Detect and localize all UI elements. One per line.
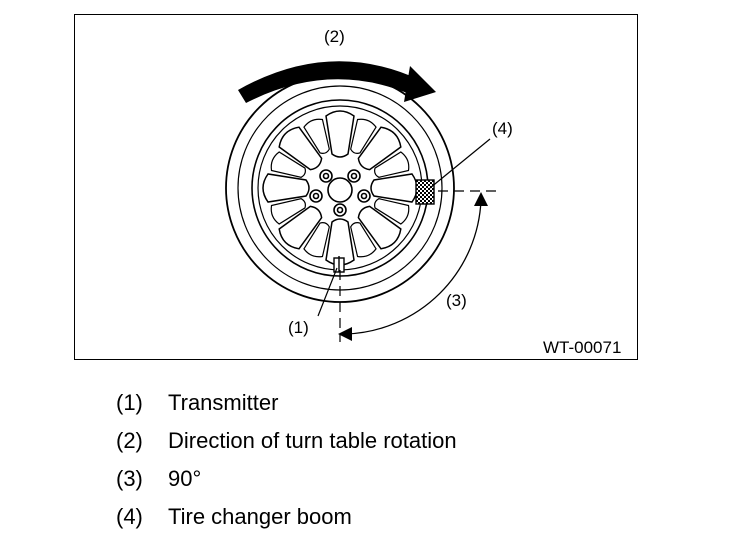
legend-text: Tire changer boom (168, 504, 352, 529)
legend: (1) Transmitter (2) Direction of turn tabl… (116, 388, 457, 540)
callout-transmitter: (1) (288, 318, 309, 337)
angle-arc (345, 199, 482, 335)
legend-number: (4) (116, 504, 143, 529)
lug-nuts (309, 169, 371, 217)
leader-transmitter (317, 267, 338, 317)
legend-item: (1) Transmitter (116, 388, 457, 426)
legend-text: Direction of turn table rotation (168, 428, 457, 453)
legend-text: 90° (168, 466, 202, 491)
legend-number: (3) (116, 466, 143, 491)
angle-arrowhead-bottom (338, 327, 352, 341)
legend-number: (2) (116, 428, 143, 453)
figure-frame (74, 14, 638, 360)
wheel-spokes (262, 110, 418, 266)
transmitter-valve (333, 256, 345, 273)
figure-id: WT-00071 (543, 338, 621, 357)
leader-boom (429, 138, 491, 189)
callout-boom: (4) (492, 119, 513, 138)
legend-number: (1) (116, 390, 143, 415)
legend-item: (2) Direction of turn table rotation (116, 426, 457, 464)
rotation-arrow (238, 61, 420, 103)
legend-item: (3) 90° (116, 464, 457, 502)
hub (327, 177, 353, 203)
callout-rotation: (2) (324, 27, 345, 46)
tire-changer-boom (415, 179, 435, 205)
rotation-arrowhead (404, 66, 436, 102)
legend-item: (4) Tire changer boom (116, 502, 457, 540)
angle-arrowhead-top (474, 192, 488, 206)
callout-angle: (3) (446, 291, 467, 310)
legend-text: Transmitter (168, 390, 279, 415)
